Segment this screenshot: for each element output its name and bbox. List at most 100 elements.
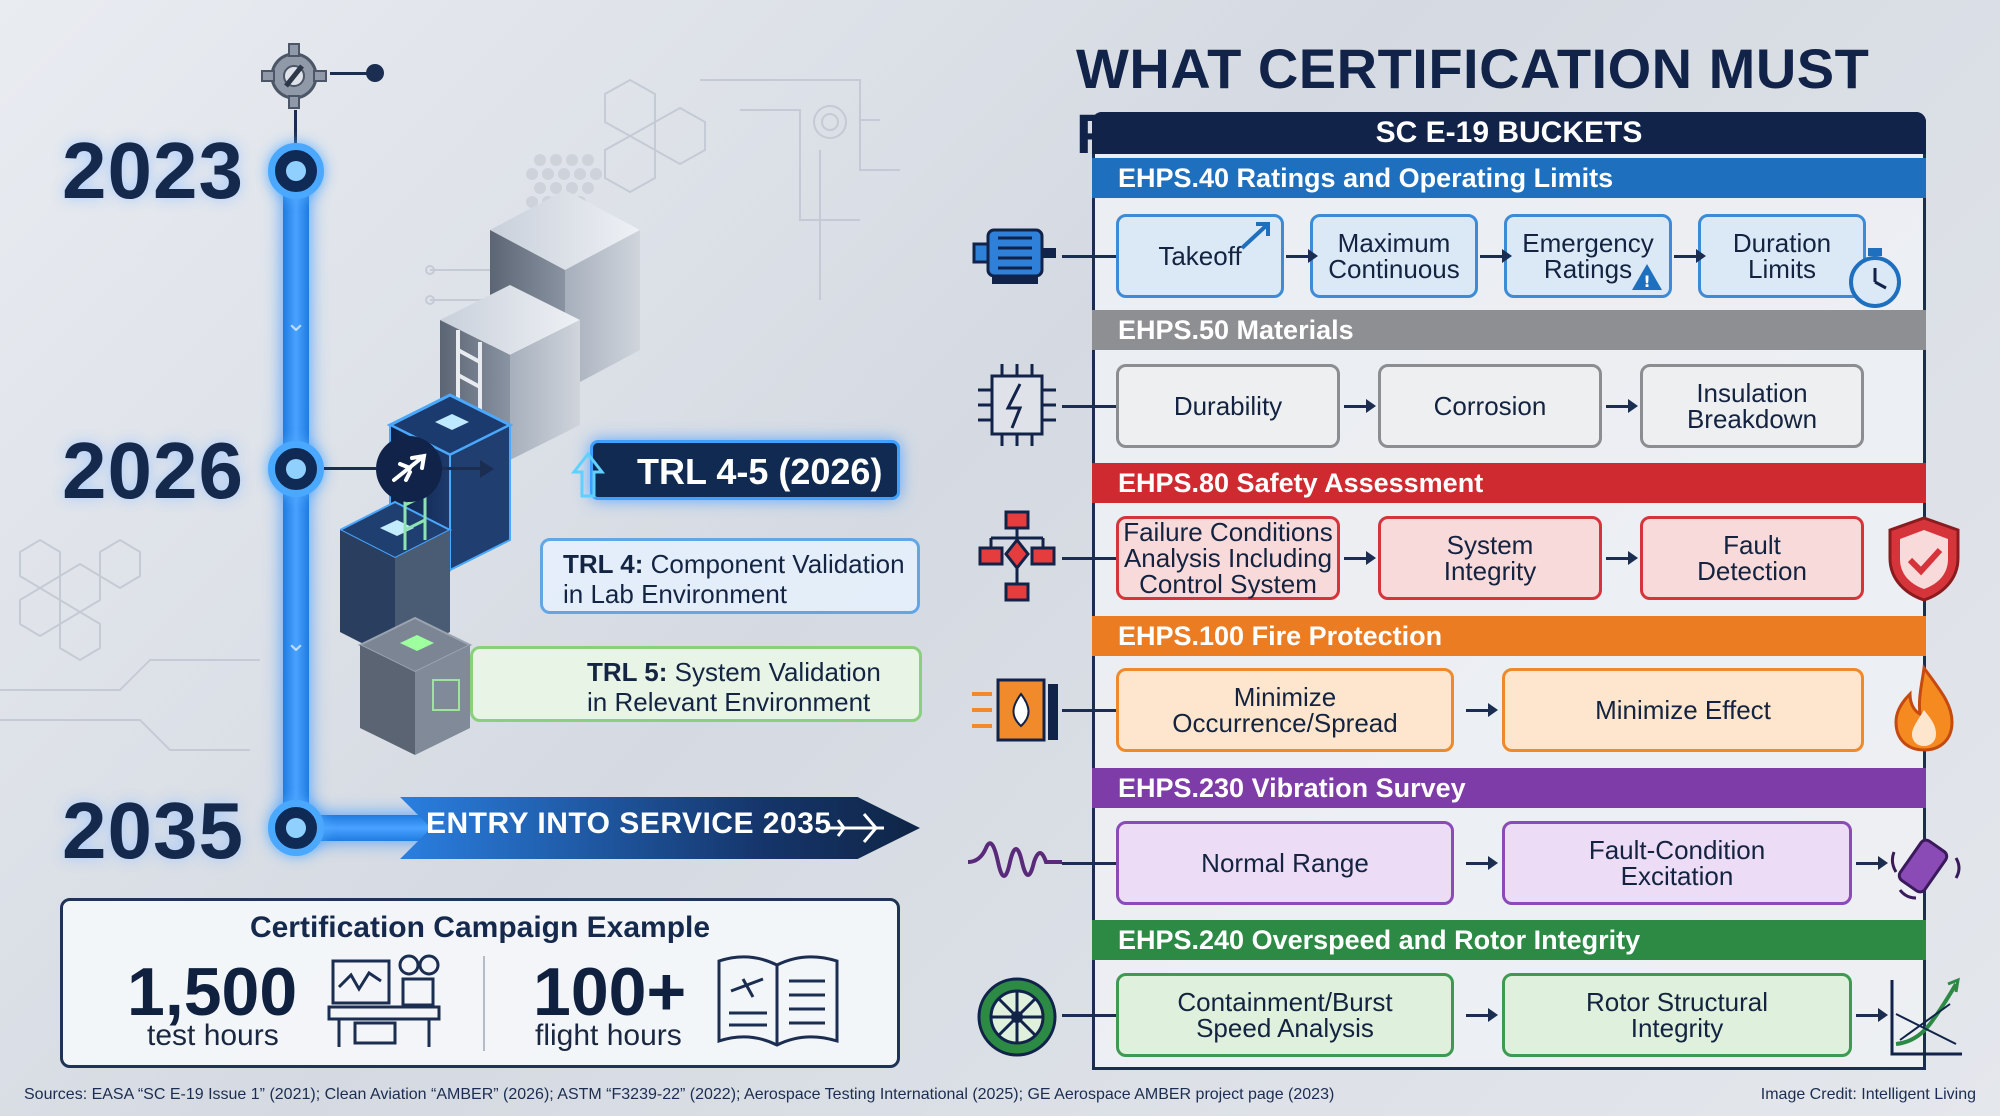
card-text: Insulation — [1696, 378, 1808, 408]
card-text: Maximum — [1337, 228, 1451, 258]
card-text: Failure Conditions — [1123, 517, 1333, 547]
fault-tree-icon — [978, 510, 1056, 602]
flow-arrow — [1344, 399, 1376, 413]
timeline-node-2026 — [268, 441, 324, 497]
vibration-wave-icon — [967, 841, 1062, 878]
timeline-node-2035 — [268, 800, 324, 856]
card-text: Breakdown — [1686, 404, 1818, 434]
card-text: Ratings — [1543, 254, 1633, 284]
stopwatch-icon — [1849, 248, 1901, 308]
airplane-icon — [828, 813, 884, 843]
card-text: Occurrence/Spread — [1172, 708, 1398, 738]
card-text: Speed Analysis — [1196, 1013, 1374, 1043]
trl5-line1: System Validation — [674, 657, 881, 687]
plane-takeoff-icon — [376, 436, 442, 502]
trl5-bold: TRL 5: — [587, 657, 668, 687]
block-trl5 — [357, 616, 473, 755]
section-ehps40-bar: EHPS.40 Ratings and Operating Limits — [1092, 158, 1926, 198]
flow-arrow — [1466, 1008, 1498, 1022]
vibrating-component-icon — [1890, 838, 1961, 900]
test-hours-label: test hours — [147, 1019, 279, 1052]
gear-stem — [294, 110, 297, 160]
card-durability: Durability — [1116, 364, 1340, 448]
flow-arrow — [1466, 703, 1498, 717]
card-text: System — [1446, 530, 1534, 560]
year-2023: 2023 — [62, 126, 244, 215]
trl4-bold: TRL 4: — [563, 549, 644, 579]
connector-2026-b — [442, 467, 482, 470]
flight-hours-label: flight hours — [535, 1019, 682, 1052]
electric-motor-icon — [972, 228, 1056, 284]
campaign-box: Certification Campaign Example 1,500 tes… — [60, 898, 900, 1068]
card-text: Continuous — [1328, 254, 1460, 284]
card-text: Integrity — [1630, 1013, 1724, 1043]
svg-text:!: ! — [1643, 272, 1650, 291]
gear-wrench-icon — [261, 43, 327, 109]
card-text: Duration — [1732, 228, 1832, 258]
flame-icon — [1894, 664, 1954, 752]
gear-connector-dot — [366, 64, 384, 82]
flow-arrow — [1466, 856, 1498, 870]
timeline-line — [283, 170, 309, 830]
connector-2026 — [324, 467, 376, 470]
card-text: Durability — [1173, 391, 1283, 421]
timeline-node-2023 — [268, 143, 324, 199]
section-ehps80-bar: EHPS.80 Safety Assessment — [1092, 463, 1926, 503]
card-text: Fault — [1723, 530, 1781, 560]
card-minimize-effect: Minimize Effect — [1502, 668, 1864, 752]
card-text: Minimize — [1233, 682, 1337, 712]
trl4-box: TRL 4: Component Validation in Lab Envir… — [540, 538, 920, 614]
flow-arrow — [1674, 249, 1706, 263]
up-arrow-icon — [568, 450, 608, 500]
campaign-divider — [483, 956, 485, 1051]
icon-connector — [1062, 709, 1116, 712]
icon-connector — [1062, 405, 1116, 408]
chevron-down-icon: ⌄ — [285, 627, 307, 657]
flow-arrow — [1856, 856, 1888, 870]
test-bench-icon — [327, 954, 441, 1047]
icon-connector — [1062, 862, 1116, 865]
trl4-line1: Component Validation — [650, 549, 905, 579]
trl5-box: TRL 5: System Validation in Relevant Env… — [470, 646, 922, 722]
trl4-line2: in Lab Environment — [563, 579, 788, 609]
card-text: Containment/Burst — [1177, 987, 1393, 1017]
card-text: Minimize Effect — [1595, 695, 1771, 725]
card-text: Takeoff — [1158, 241, 1242, 271]
trl5-line2: in Relevant Environment — [587, 687, 871, 717]
stress-curve-icon — [1890, 977, 1962, 1056]
test-hours-value: 1,500 — [127, 954, 298, 1030]
card-text: Control System — [1139, 569, 1317, 599]
campaign-title: Certification Campaign Example — [249, 911, 711, 944]
turbine-rotor-icon — [977, 977, 1057, 1057]
flight-hours-value: 100+ — [533, 954, 687, 1030]
shield-check-icon — [1888, 516, 1960, 602]
section-ehps50-bar: EHPS.50 Materials — [1092, 310, 1926, 350]
card-takeoff: Takeoff — [1116, 214, 1284, 298]
card-text: Integrity — [1443, 556, 1537, 586]
year-2035: 2035 — [62, 786, 244, 875]
year-2026: 2026 — [62, 426, 244, 515]
icon-connector — [1062, 255, 1116, 258]
flow-arrow — [1344, 551, 1376, 565]
card-text: Corrosion — [1433, 391, 1547, 421]
trl-main-label: TRL 4-5 (2026) — [590, 440, 900, 500]
buckets-header: SC E-19 BUCKETS — [1092, 112, 1926, 154]
card-text: Emergency — [1522, 228, 1654, 258]
trending-up-icon — [1240, 222, 1270, 250]
card-text: Normal Range — [1201, 848, 1369, 878]
chevron-down-icon: ⌄ — [285, 307, 307, 337]
flow-arrow — [1856, 1008, 1888, 1022]
sources-footer: Sources: EASA “SC E-19 Issue 1” (2021); … — [24, 1086, 1335, 1103]
card-text: Fault-Condition — [1588, 835, 1766, 865]
logbook-icon — [717, 955, 839, 1047]
card-text: Analysis Including — [1123, 543, 1333, 573]
arrow-head — [480, 460, 494, 478]
card-text: Limits — [1748, 254, 1816, 284]
